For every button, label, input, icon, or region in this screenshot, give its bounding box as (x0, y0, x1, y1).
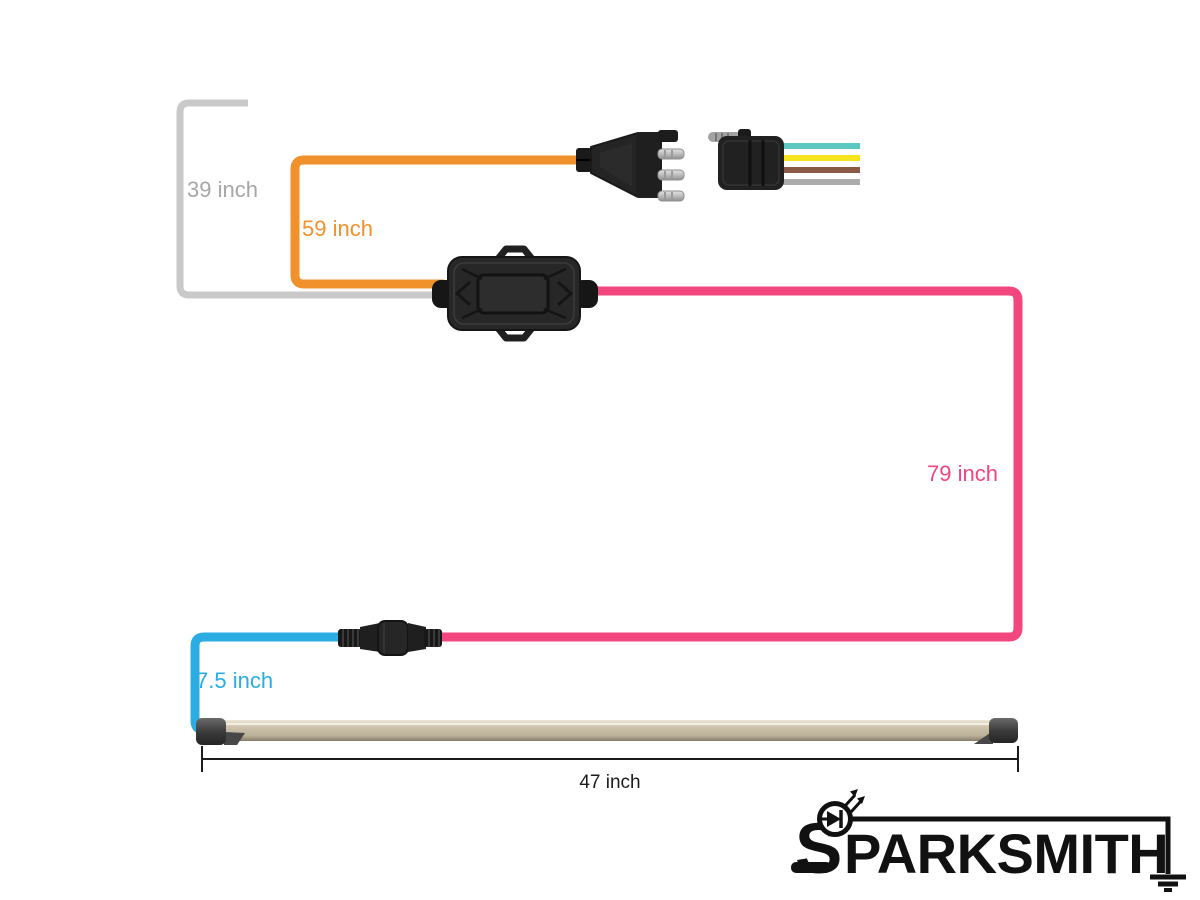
trailer-plug-male (576, 130, 685, 202)
control-box (432, 245, 598, 342)
male-plug-body (636, 132, 662, 198)
orange-power-wire (290, 155, 577, 289)
dimension-line-47-inch (201, 746, 1019, 772)
male-plug-pins (657, 148, 685, 202)
control-box-bevel (461, 267, 483, 281)
light-bar-right-cap-lip (974, 731, 993, 744)
control-box-left-chevron (454, 280, 471, 307)
logo-s-tail (791, 862, 831, 873)
control-box-right-chevron (557, 280, 574, 307)
light-bar-body (208, 720, 1010, 741)
gray-extension-wire (176, 99, 444, 299)
logo-wordmark: PARKSMITH (844, 822, 1168, 885)
label-light-bar-length: 47 inch (579, 772, 640, 793)
pink-output-wire (430, 286, 1023, 642)
inline-connector-right-barrel (408, 623, 426, 652)
led-diode-icon (817, 789, 865, 837)
logo-circuit-wire (849, 816, 1171, 874)
inline-connector-left-barrel (360, 623, 380, 652)
label-gray-wire-length: 39 inch (187, 177, 258, 202)
control-box-inner-outline (453, 262, 575, 325)
inline-connector-center-ring (377, 620, 409, 656)
led-light-bar (196, 718, 1018, 745)
label-blue-wire-length: 7.5 inch (196, 668, 273, 693)
ground-symbol-icon (1150, 874, 1186, 892)
inline-barrel-connector (338, 620, 442, 656)
label-orange-wire-length: 59 inch (302, 216, 373, 241)
light-bar-left-cap (196, 718, 226, 745)
light-bar-left-cap-lip (224, 732, 245, 745)
control-box-bevel (543, 267, 567, 281)
light-bar-right-cap (989, 718, 1018, 743)
control-box-top-tab (495, 245, 535, 262)
brand-logo: S PARKSMITH (791, 789, 1186, 892)
label-pink-wire-length: 79 inch (927, 461, 998, 486)
male-plug-cone-facet (600, 143, 632, 187)
control-box-bottom-tab (495, 325, 535, 342)
control-box-bevel (543, 307, 567, 320)
control-box-panel (476, 273, 550, 315)
control-box-bevel (461, 307, 483, 320)
trailer-plug-female (708, 129, 860, 190)
male-plug-top-stub (658, 130, 678, 142)
